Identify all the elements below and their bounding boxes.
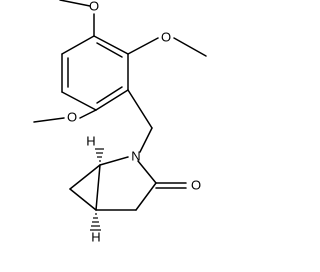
bond-n-c1 [99,156,129,166]
atom-label-o-top: O [89,0,99,13]
atom-label-o-right: O [161,29,171,44]
bond-c6-c4 [69,188,97,211]
ring-bond [61,35,95,55]
atom-label-o-carbonyl: O [191,177,201,192]
ring-double-bond [96,86,123,104]
hashed-wedge-bottom [90,213,101,231]
bond-c2-c3 [135,182,157,211]
atom-label-o-left: O [67,109,77,124]
bond-c1-c6 [69,164,101,190]
bond-ring-ch2 [127,89,153,129]
hashed-wedge-top [95,148,104,162]
bond-o-left-methyl [33,117,65,123]
bond-o-right-methyl [173,37,207,57]
atom-label-h-top: H [86,133,95,148]
ring-double-bond [96,42,123,58]
ring-bond [95,89,129,111]
bond-ring-o-left [79,109,97,119]
ring-bond [61,91,97,111]
atom-label-h-bottom: H [91,229,100,244]
chemical-structure: O O O N O H H [33,0,207,244]
bond-c4-c1 [95,164,101,211]
atom-label-n: N [131,148,140,163]
bond-ring-o-right [127,37,159,55]
ring-bond [93,35,129,55]
bond-o-top-methyl [59,0,91,7]
bond-n-c2 [137,160,157,184]
bond-ch2-n [139,127,153,153]
benzene-ring [61,35,129,111]
